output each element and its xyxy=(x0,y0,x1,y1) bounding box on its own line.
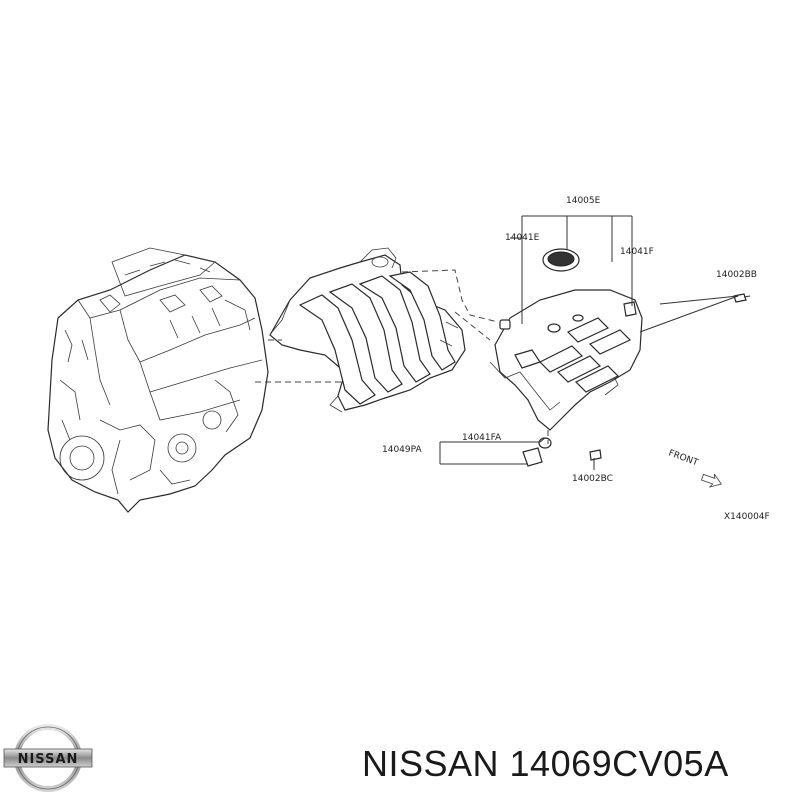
engine-block-drawing xyxy=(47,247,269,513)
nissan-logo: NISSAN xyxy=(3,724,93,792)
logo-text: NISSAN xyxy=(18,752,79,767)
engine-cover-drawing xyxy=(489,289,643,431)
oil-cap-drawing xyxy=(542,248,580,272)
part-code-title: NISSAN 14069CV05A xyxy=(362,743,729,784)
label-14041f: 14041F xyxy=(620,247,654,257)
front-arrow: FRONT xyxy=(667,448,722,488)
label-14002bb: 14002BB xyxy=(716,270,757,280)
label-14041e: 14041E xyxy=(505,233,540,243)
label-14005e: 14005E xyxy=(566,196,601,206)
label-14041fa: 14041FA xyxy=(462,433,502,443)
label-14049pa: 14049PA xyxy=(382,445,422,455)
label-14002bc: 14002BC xyxy=(572,474,613,484)
intake-manifold-drawing xyxy=(269,247,466,413)
front-label: FRONT xyxy=(667,448,700,468)
leader-lines xyxy=(439,215,739,470)
label-reference: X140004F xyxy=(724,512,770,522)
dashed-connections xyxy=(255,269,549,444)
